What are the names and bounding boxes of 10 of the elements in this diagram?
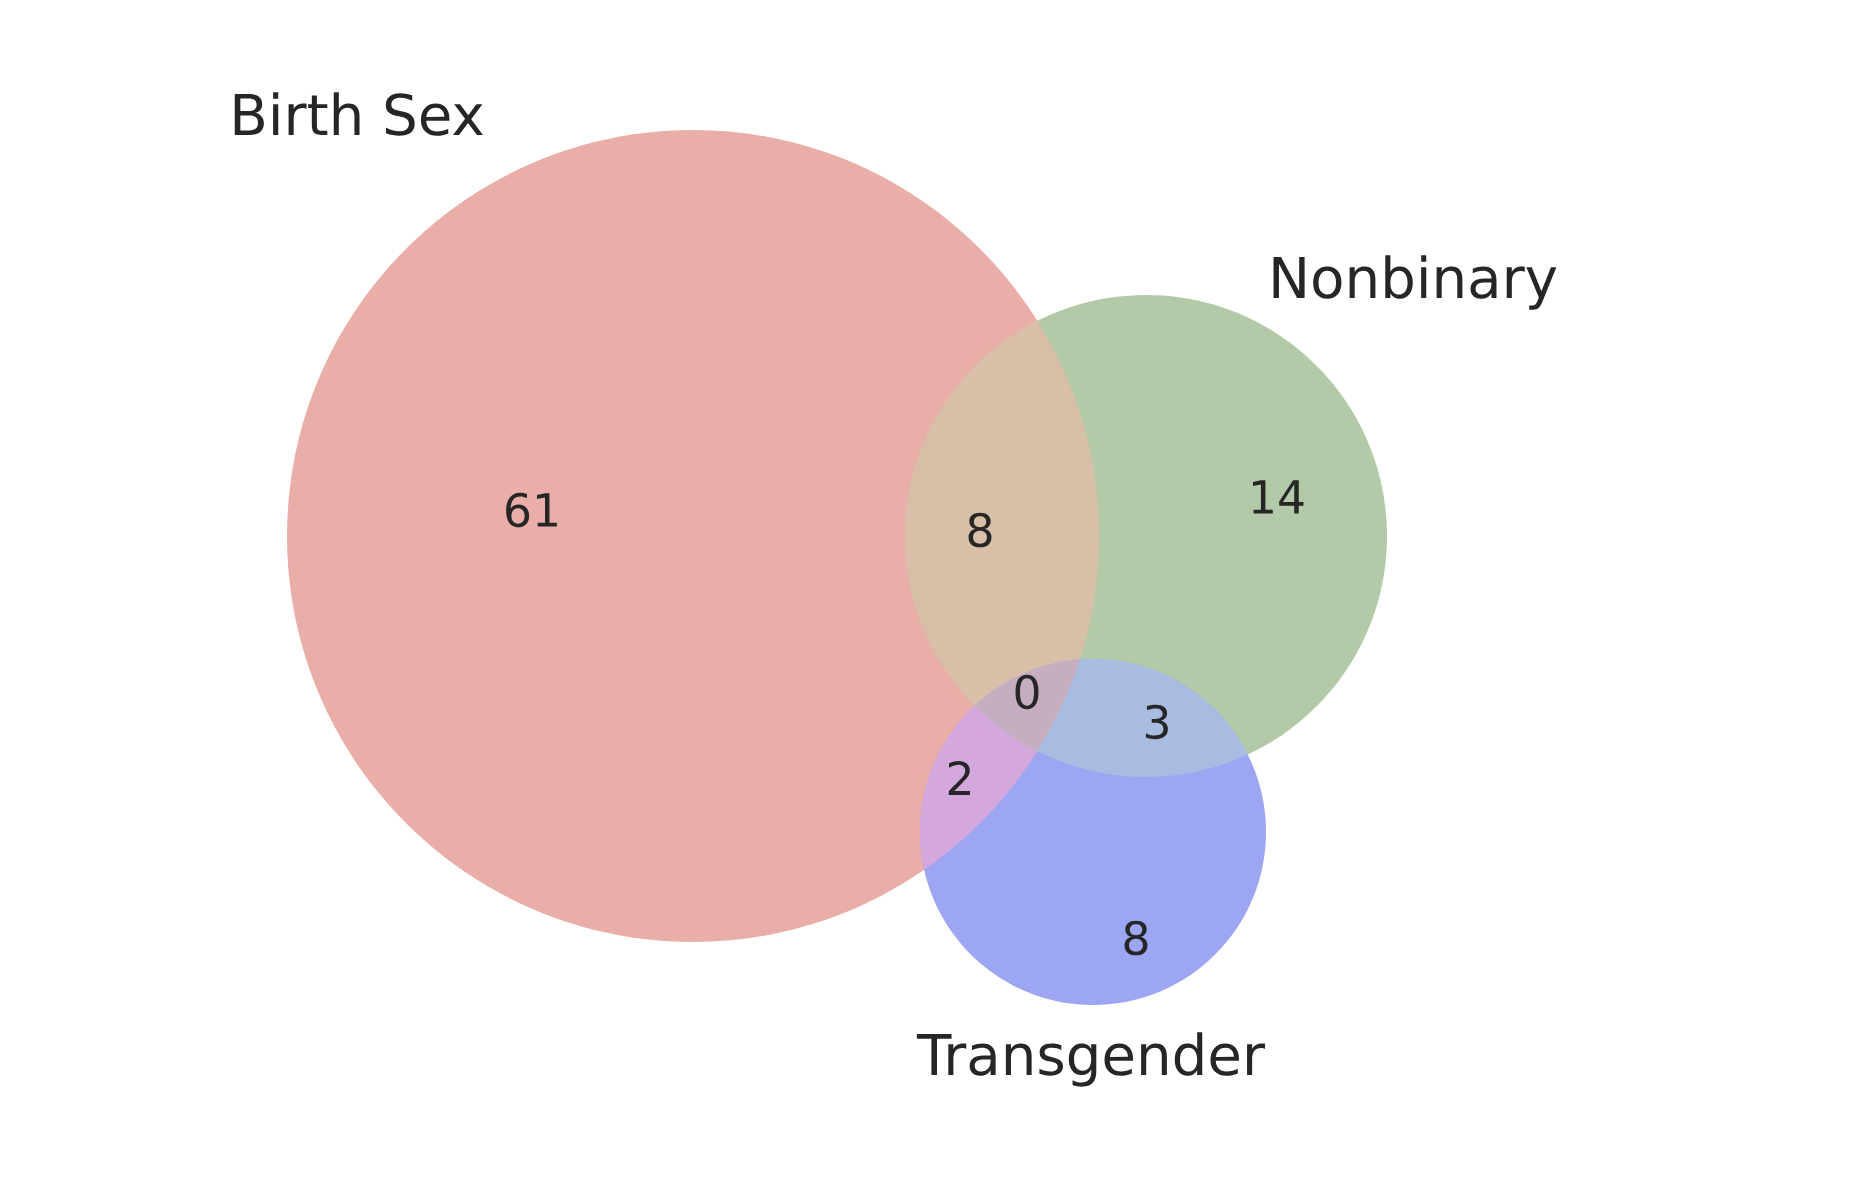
- count-label: 3: [1145, 704, 1168, 740]
- count-label: 61: [506, 492, 557, 528]
- count-label: 8: [968, 512, 992, 548]
- set-label: Birth Sex: [234, 92, 483, 136]
- count-label: 0: [1015, 674, 1039, 710]
- count-label: 8: [1124, 920, 1148, 956]
- set-label: Nonbinary: [1273, 255, 1557, 310]
- set-label: Transgender: [916, 1032, 1266, 1087]
- count-label: 14: [1252, 480, 1304, 514]
- count-label: 2: [948, 761, 970, 795]
